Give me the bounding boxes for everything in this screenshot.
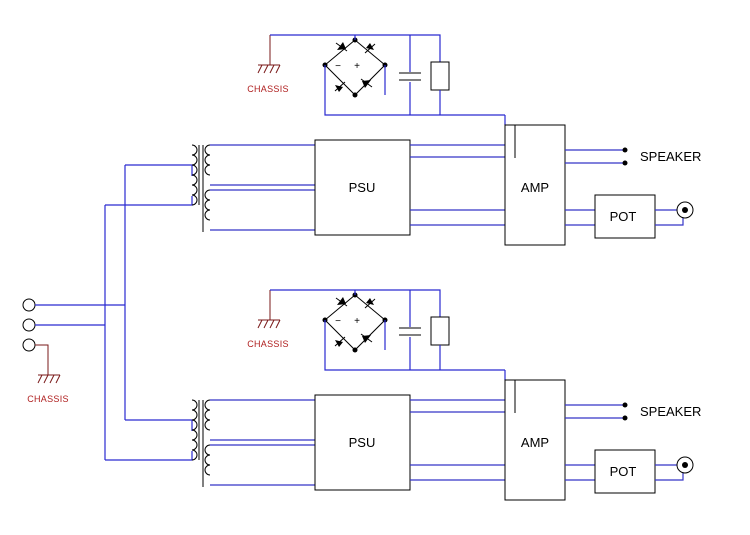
speaker-label: SPEAKER [640, 149, 701, 164]
live-feed-bottom [125, 419, 193, 431]
speaker-terminal-positive[interactable] [622, 402, 628, 408]
transformer-icon [191, 399, 211, 487]
psu-label: PSU [349, 180, 376, 195]
psu-block[interactable] [314, 139, 411, 236]
bridge-plus-symbol: + [354, 61, 360, 72]
amp-block[interactable] [504, 124, 566, 246]
channel-2: CHASSIS − + [191, 289, 701, 501]
chassis-label-2: CHASSIS [247, 339, 289, 349]
rectifier-top-rail [270, 289, 441, 317]
amp-label: AMP [521, 180, 549, 195]
earth-wire [35, 344, 49, 375]
bleeder-resistor [430, 61, 450, 91]
psu-amp-rails [410, 399, 505, 481]
neutral-feed-top [105, 196, 193, 206]
ground-icon [257, 64, 281, 74]
ground-icon [37, 374, 61, 384]
capacitor-icon [399, 72, 421, 81]
psu-block[interactable] [314, 394, 411, 491]
pot-block[interactable] [594, 449, 656, 494]
capacitor-icon [399, 327, 421, 336]
speaker-wires [565, 149, 625, 164]
mains-terminal-live[interactable] [22, 298, 36, 312]
neutral-feed-bottom [105, 451, 193, 461]
rectifier-return-wire [324, 320, 505, 371]
pot-label: POT [610, 464, 637, 479]
pot-label: POT [610, 209, 637, 224]
bridge-minus-symbol: − [335, 316, 341, 327]
psu-label: PSU [349, 435, 376, 450]
transformer-icon [191, 144, 211, 232]
secondary-wires [210, 144, 315, 231]
mains-terminal-earth[interactable] [22, 338, 36, 352]
rectifier-top-rail [270, 34, 441, 62]
rectifier-return-wire [324, 65, 505, 116]
mains-terminal-neutral[interactable] [22, 318, 36, 332]
pot-block[interactable] [594, 194, 656, 239]
bridge-rectifier-icon: − + [322, 37, 388, 98]
chassis-label-1: CHASSIS [247, 84, 289, 94]
bridge-rectifier-icon: − + [322, 292, 388, 353]
ground-icon [257, 319, 281, 329]
psu-amp-rails [410, 144, 505, 226]
speaker-label: SPEAKER [640, 404, 701, 419]
speaker-wires [565, 404, 625, 419]
live-feed-top [125, 164, 193, 176]
channel-1: CHASSIS − + [191, 34, 701, 246]
bleeder-resistor [430, 316, 450, 346]
speaker-terminal-positive[interactable] [622, 147, 628, 153]
speaker-terminal-negative[interactable] [622, 160, 628, 166]
amp-label: AMP [521, 435, 549, 450]
secondary-wires [210, 399, 315, 486]
mains-input: CHASSIS [22, 164, 193, 461]
bridge-minus-symbol: − [335, 61, 341, 72]
chassis-label-mains: CHASSIS [27, 394, 69, 404]
speaker-terminal-negative[interactable] [622, 415, 628, 421]
bridge-plus-symbol: + [354, 316, 360, 327]
